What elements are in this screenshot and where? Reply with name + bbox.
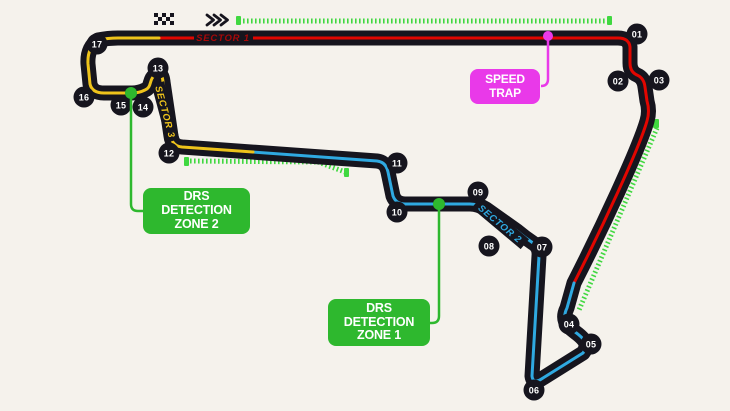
svg-text:14: 14 [138, 103, 149, 113]
drs-zone-1-label-line: ZONE 1 [357, 328, 401, 343]
sector-3-label: SECTOR 3 [151, 81, 180, 143]
corner-marker-17: 17 [86, 33, 108, 55]
drs-zone-endcap [344, 168, 349, 177]
speed-trap-label-line: TRAP [489, 85, 521, 100]
svg-text:02: 02 [613, 77, 624, 87]
svg-text:16: 16 [79, 93, 90, 103]
drs-detection-point-1 [433, 198, 445, 210]
svg-text:15: 15 [116, 101, 127, 111]
corner-marker-10: 10 [386, 201, 408, 223]
drs-zone-2-label-line: DETECTION [161, 203, 232, 218]
drs-zone-1-label: DRS DETECTION ZONE 1 [328, 299, 430, 346]
corner-marker-13: 13 [147, 57, 169, 79]
drs-zone-2-label: DRS DETECTION ZONE 2 [143, 188, 250, 234]
drs-zone-2-label-line: ZONE 2 [174, 216, 219, 231]
corner-marker-11: 11 [386, 152, 408, 174]
svg-text:01: 01 [632, 30, 643, 40]
drs-zone-1-label-line: DRS [366, 300, 392, 315]
corner-marker-05: 05 [580, 333, 602, 355]
corner-marker-03: 03 [648, 69, 670, 91]
corner-marker-15: 15 [110, 94, 132, 116]
svg-text:04: 04 [564, 320, 575, 330]
drs-zone-1-label-line: DETECTION [343, 314, 415, 329]
svg-text:06: 06 [529, 386, 540, 396]
corner-marker-06: 06 [523, 379, 545, 401]
svg-text:17: 17 [92, 40, 103, 50]
svg-text:03: 03 [654, 76, 665, 86]
corner-marker-01: 01 [626, 23, 648, 45]
drs-zone-endcap [184, 157, 189, 166]
corner-marker-08: 08 [478, 235, 500, 257]
direction-arrows-icon [205, 13, 229, 27]
sector-1-label: SECTOR 1 [194, 31, 253, 44]
drs-zone-1-connector [430, 209, 441, 325]
corner-marker-14: 14 [132, 96, 154, 118]
corner-marker-12: 12 [158, 142, 180, 164]
corner-marker-02: 02 [607, 70, 629, 92]
corner-marker-16: 16 [73, 86, 95, 108]
sector-1-line [157, 36, 650, 285]
corner-marker-07: 07 [531, 236, 553, 258]
svg-text:05: 05 [586, 340, 597, 350]
drs-zone-endcap [236, 16, 241, 25]
drs-detection-point-2 [125, 87, 137, 99]
drs-zone-2-connector [129, 97, 143, 213]
speed-trap-point [543, 31, 553, 41]
corner-marker-09: 09 [467, 181, 489, 203]
drs-zone-dashes-back-straight [576, 127, 660, 311]
sector-2-label-bg [471, 198, 530, 250]
speed-trap-connector [540, 40, 550, 88]
speed-trap-label-line: SPEED [485, 72, 525, 87]
svg-text:08: 08 [484, 242, 495, 252]
checkered-flag-icon [154, 13, 174, 25]
svg-text:13: 13 [153, 64, 164, 74]
svg-text:07: 07 [537, 243, 548, 253]
drs-zone-endcap [607, 16, 612, 25]
drs-zone-2-label-line: DRS [183, 189, 210, 204]
sector-3-label-bg [151, 81, 180, 143]
sector-1-label-bg [194, 31, 253, 44]
speed-trap-label: SPEED TRAP [470, 69, 540, 104]
svg-text:12: 12 [164, 149, 175, 159]
corner-marker-04: 04 [558, 313, 580, 335]
svg-text:09: 09 [473, 188, 484, 198]
svg-text:10: 10 [392, 208, 403, 218]
sector-1-label-text: SECTOR 1 [196, 33, 250, 44]
svg-text:11: 11 [392, 159, 402, 169]
